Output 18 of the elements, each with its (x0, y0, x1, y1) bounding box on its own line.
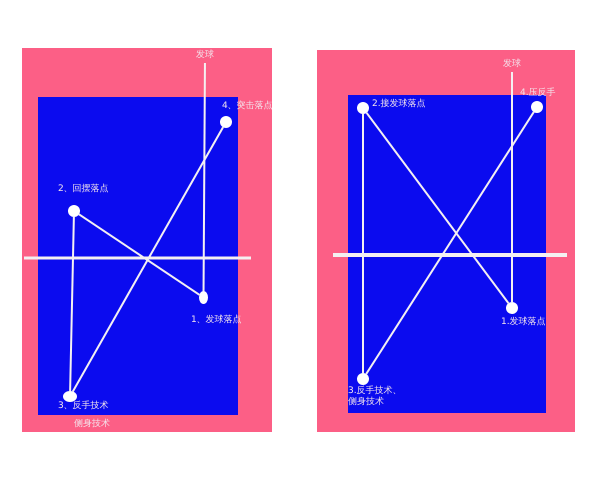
serve-label: 发球 (499, 59, 525, 72)
route-line (362, 114, 364, 373)
route-line (366, 112, 510, 304)
route-line (511, 72, 513, 302)
point-label: 2.接发球落点 (372, 99, 426, 110)
route-line (202, 63, 206, 291)
point-label: 侧身技术 (74, 419, 110, 430)
point-label: 1.发球落点 (501, 317, 546, 328)
route-line (365, 112, 535, 374)
point-label: 3.反手技术、侧身技术 (348, 386, 403, 408)
point-label: 2、回摆落点 (58, 184, 109, 195)
table-surround (317, 50, 575, 432)
route-line (69, 216, 75, 392)
serve-label: 发球 (192, 50, 218, 63)
route-line (72, 126, 224, 392)
table-surround (22, 48, 272, 432)
point-label: 3、反手技术 (58, 401, 109, 412)
route-line (78, 214, 200, 296)
